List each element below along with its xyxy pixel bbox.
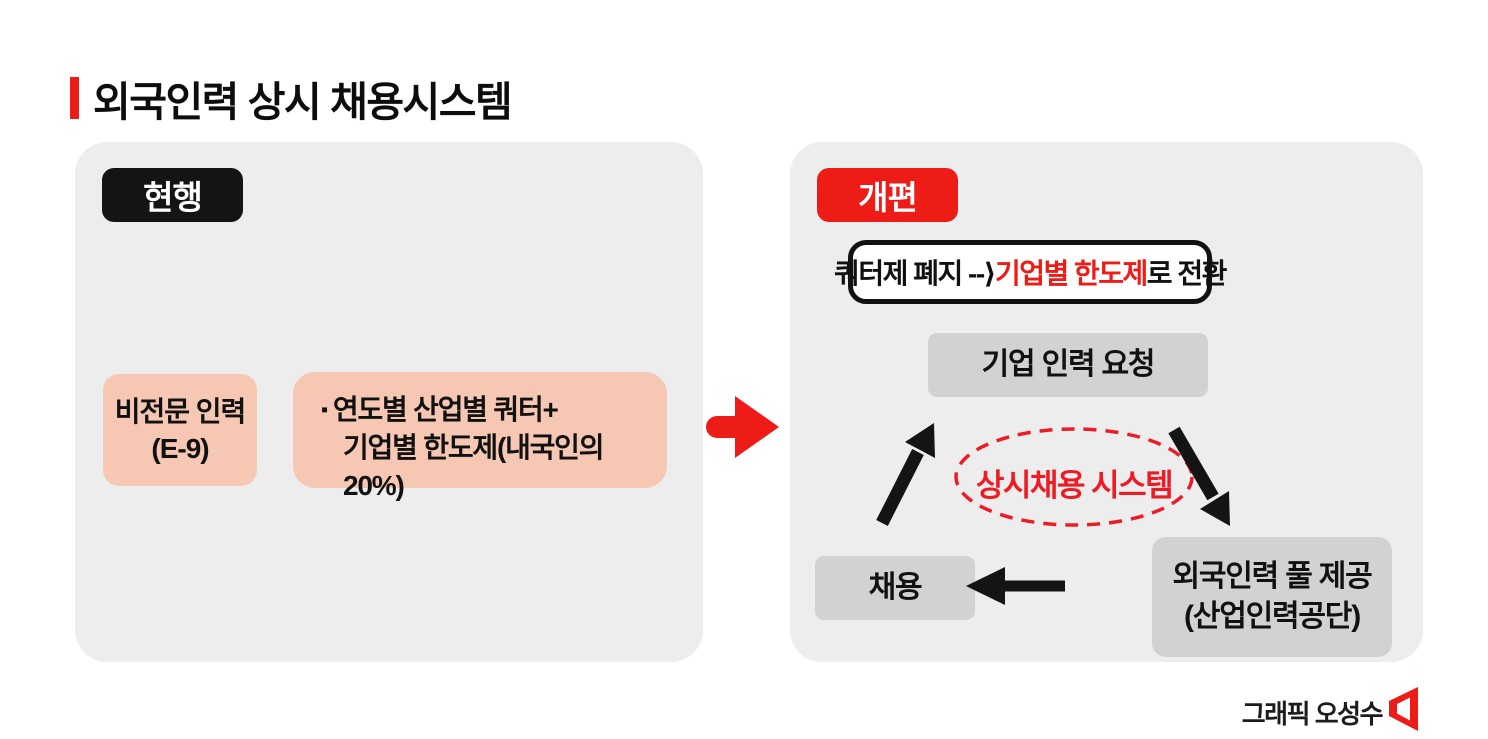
current-panel: 현행 비전문 인력 (E-9) ▪연도별 산업별 쿼터+ 기업별 한도제(내국인… [75, 142, 703, 662]
square-bullet-icon: ▪ [321, 399, 328, 421]
transition-highlight: 기업별 한도제 [994, 258, 1148, 289]
publisher-logo-icon [1389, 687, 1418, 731]
title-accent-bar [70, 77, 79, 119]
cycle-right-node-line1: 외국인력 풀 제공 [1172, 560, 1372, 593]
visa-type-line1: 비전문 인력 [114, 396, 247, 427]
cycle-top-node: 기업 인력 요청 [928, 333, 1208, 397]
quota-rule-box: ▪연도별 산업별 쿼터+ 기업별 한도제(내국인의 20%) [293, 372, 667, 501]
visa-type-line2: (E-9) [151, 433, 209, 464]
page-title: 외국인력 상시 채용시스템 [93, 79, 513, 125]
transition-pre: 쿼터제 폐지 --⟩ [834, 258, 996, 289]
current-badge: 현행 [102, 168, 243, 222]
visa-type-box: 비전문 인력 (E-9) [103, 374, 257, 486]
quota-rule-line1: ▪연도별 산업별 쿼터+ [321, 394, 559, 425]
cycle-center-label: 상시채용 시스템 [975, 468, 1174, 503]
cycle-right-node-line2: (산업인력공단) [1184, 600, 1361, 633]
transition-arrow-icon [706, 396, 779, 458]
cycle-right-node: 외국인력 풀 제공 (산업인력공단) [1152, 537, 1392, 657]
credit-label: 그래픽 오성수 [1241, 699, 1384, 729]
cycle-left-node: 채용 [815, 556, 975, 620]
quota-rule-line2: 기업별 한도제(내국인의 20%) [343, 432, 605, 501]
reform-panel: 개편 쿼터제 폐지 --⟩ 기업별 한도제 로 전환 기업 인력 요청 상시채용… [790, 142, 1423, 662]
transition-post: 로 전환 [1146, 258, 1228, 289]
transition-note-box: 쿼터제 폐지 --⟩ 기업별 한도제 로 전환 [834, 240, 1227, 304]
reform-badge: 개편 [817, 168, 958, 222]
